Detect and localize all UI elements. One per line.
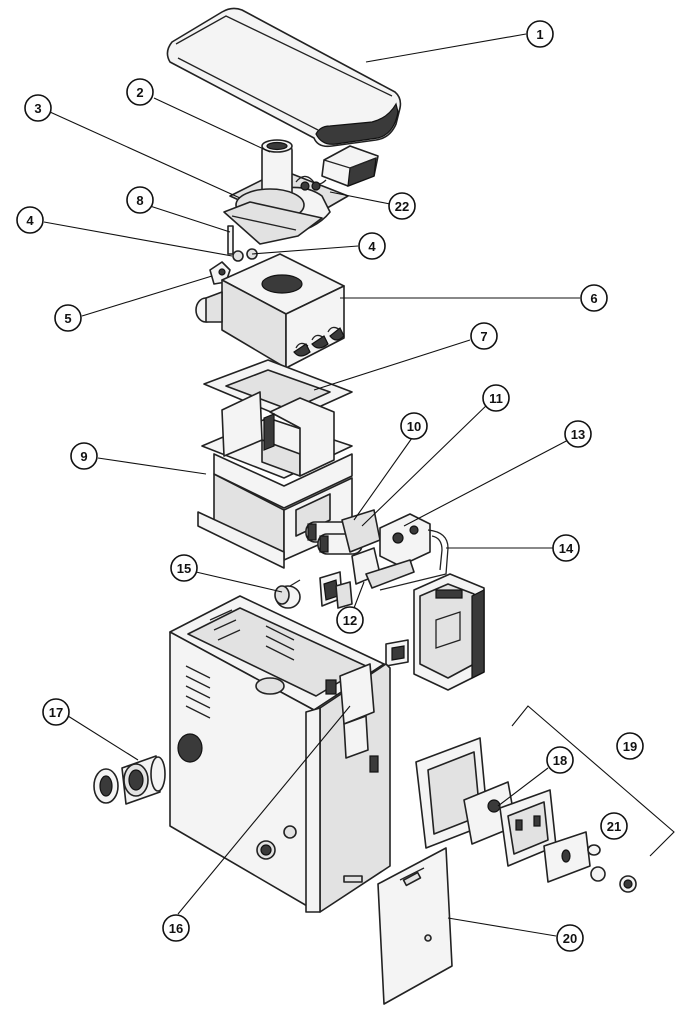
- svg-text:19: 19: [623, 739, 637, 754]
- svg-text:7: 7: [480, 329, 487, 344]
- access-door-panel-part: [413, 573, 485, 691]
- callout-21: 21: [600, 812, 628, 840]
- callout-3: 3: [24, 94, 52, 122]
- leader-lines: [43, 33, 580, 937]
- callout-18: 18: [546, 746, 574, 774]
- callout-12: 12: [336, 606, 364, 634]
- svg-text:20: 20: [563, 931, 577, 946]
- callout-22: 22: [388, 192, 416, 220]
- svg-text:18: 18: [553, 753, 567, 768]
- svg-text:15: 15: [177, 561, 191, 576]
- small-plate-part: [385, 639, 409, 667]
- svg-text:17: 17: [49, 705, 63, 720]
- svg-text:5: 5: [64, 311, 71, 326]
- blower-motor-box-part: [321, 145, 379, 187]
- svg-text:14: 14: [559, 541, 574, 556]
- callout-2: 2: [126, 78, 154, 106]
- callout-8: 8: [126, 186, 154, 214]
- svg-text:16: 16: [169, 921, 183, 936]
- svg-text:11: 11: [489, 391, 503, 406]
- callout-15: 15: [170, 554, 198, 582]
- callout-1: 1: [526, 20, 554, 48]
- callout-14: 14: [552, 534, 580, 562]
- inlet-fitting-part: [93, 755, 166, 805]
- svg-text:12: 12: [343, 613, 357, 628]
- heat-exchanger-part: [195, 253, 345, 369]
- sensor-part: [274, 579, 301, 609]
- callout-16: 16: [162, 914, 190, 942]
- svg-text:6: 6: [590, 291, 597, 306]
- callout-7: 7: [470, 322, 498, 350]
- svg-text:22: 22: [395, 199, 409, 214]
- callout-5: 5: [54, 304, 82, 332]
- control-panel-part: [415, 705, 675, 893]
- svg-text:9: 9: [80, 449, 87, 464]
- bracket-part: [319, 571, 353, 609]
- burner-assembly-part: [305, 509, 381, 585]
- blower-assembly-part: [223, 139, 349, 245]
- callouts: 1 2 3 4 4 5 6 7 8 9 10 11 12 13 14 15 16…: [16, 20, 644, 952]
- callout-10: 10: [400, 412, 428, 440]
- svg-text:8: 8: [136, 193, 143, 208]
- svg-text:4: 4: [368, 239, 376, 254]
- gas-valve-part: [365, 513, 449, 591]
- top-cover-part: [166, 7, 402, 148]
- callout-4a: 4: [16, 206, 44, 234]
- front-door-part: [377, 847, 453, 1005]
- svg-text:13: 13: [571, 427, 585, 442]
- callout-6: 6: [580, 284, 608, 312]
- svg-text:10: 10: [407, 419, 421, 434]
- callout-13: 13: [564, 420, 592, 448]
- callout-20: 20: [556, 924, 584, 952]
- callout-11: 11: [482, 384, 510, 412]
- svg-text:3: 3: [34, 101, 41, 116]
- main-cabinet-part: [169, 595, 391, 913]
- callout-19: 19: [616, 732, 644, 760]
- svg-text:4: 4: [26, 213, 34, 228]
- combustion-chamber-part: [197, 391, 353, 569]
- svg-text:1: 1: [536, 27, 543, 42]
- wire-harness-part: [295, 175, 327, 191]
- svg-text:2: 2: [136, 85, 143, 100]
- callout-9: 9: [70, 442, 98, 470]
- svg-text:21: 21: [607, 819, 621, 834]
- callout-4b: 4: [358, 232, 386, 260]
- callout-17: 17: [42, 698, 70, 726]
